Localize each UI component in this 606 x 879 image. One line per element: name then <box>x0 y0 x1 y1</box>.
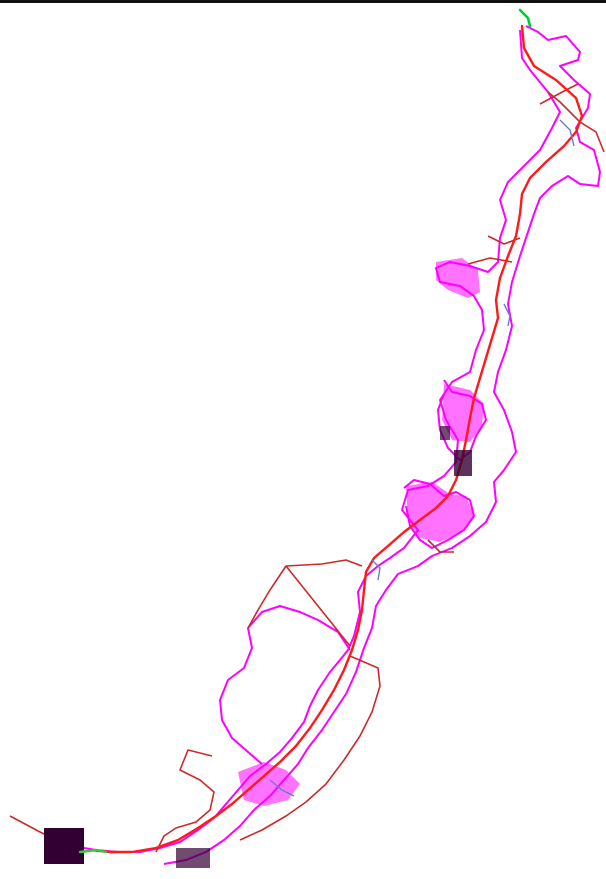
route-line <box>88 24 584 854</box>
boundary-fill-clusters <box>238 258 484 806</box>
top-border <box>0 0 606 3</box>
water-lines <box>269 119 575 797</box>
urban-cluster <box>44 426 472 868</box>
end-marker <box>78 848 108 854</box>
boundary-east <box>163 25 601 865</box>
network-lines <box>9 83 605 853</box>
boundary-west <box>49 29 561 853</box>
start-marker <box>518 8 532 28</box>
boundary-lobe-south <box>219 605 351 765</box>
page-heading: p <box>110 0 119 3</box>
